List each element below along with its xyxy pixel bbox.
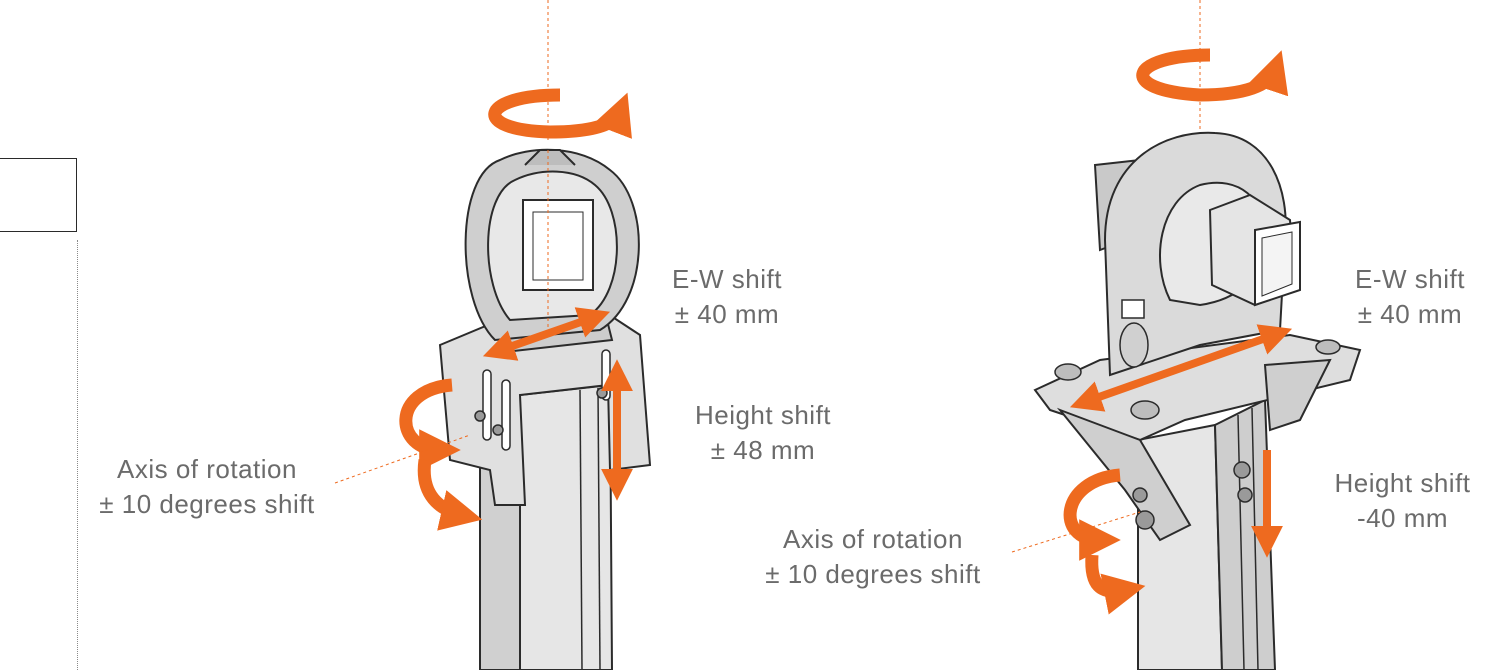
left-ew-shift-line1: E-W shift [672, 264, 782, 294]
right-rotation-line1: Axis of rotation [783, 524, 963, 554]
left-ew-shift-label: E-W shift ± 40 mm [652, 262, 802, 332]
dotted-guide-line [77, 240, 78, 670]
right-rotation-top-arrow [1136, 48, 1289, 102]
left-rotation-line2: ± 10 degrees shift [99, 489, 315, 519]
right-ew-shift-line1: E-W shift [1355, 264, 1465, 294]
right-rotation-side-arrow [1063, 468, 1146, 615]
left-height-shift-line2: ± 48 mm [710, 435, 816, 465]
right-ew-shift-label: E-W shift ± 40 mm [1335, 262, 1485, 332]
left-height-shift-line1: Height shift [694, 400, 832, 430]
right-ew-shift-line2: ± 40 mm [1357, 299, 1463, 329]
left-ew-shift-arrow [482, 307, 611, 361]
left-ew-shift-line2: ± 40 mm [674, 299, 780, 329]
side-frame-box [0, 158, 77, 232]
left-bracket [334, 0, 652, 670]
right-height-shift-line2: -40 mm [1356, 503, 1449, 533]
right-ring-body [1093, 131, 1301, 377]
left-ring-head [464, 148, 640, 342]
right-bracket [1011, 0, 1362, 670]
left-rotation-top-arrow [488, 88, 632, 139]
right-height-shift-label: Height shift -40 mm [1320, 466, 1485, 536]
right-rotation-label: Axis of rotation ± 10 degrees shift [738, 522, 1008, 592]
left-rotation-side-arrow [399, 378, 483, 531]
left-rotation-line1: Axis of rotation [117, 454, 297, 484]
right-rotation-line2: ± 10 degrees shift [765, 559, 981, 589]
right-rotation-axis-line [1011, 511, 1141, 553]
right-ew-shift-arrow [1069, 324, 1293, 412]
left-rotation-label: Axis of rotation ± 10 degrees shift [72, 452, 342, 522]
left-height-shift-label: Height shift ± 48 mm [678, 398, 848, 468]
right-height-shift-line1: Height shift [1334, 468, 1471, 498]
